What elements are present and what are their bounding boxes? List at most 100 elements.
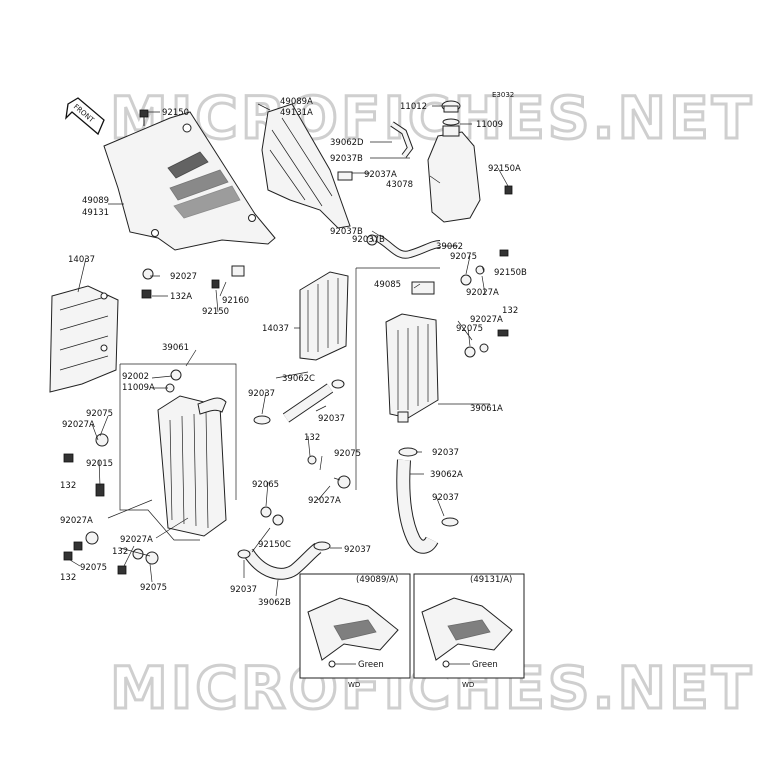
part-92150-2: 92150 (202, 307, 229, 317)
part-92150b: 92150B (494, 268, 527, 278)
bolt-132-bottom (117, 565, 127, 575)
part-39061: 39061 (162, 343, 189, 353)
part-92075-6: 92075 (140, 583, 167, 593)
inset-left-title: (49089/A) (356, 575, 398, 585)
washer-92065 (260, 506, 272, 518)
pad-49085 (411, 281, 435, 295)
watermark-top: MICROFICHES.NET (110, 84, 754, 152)
part-39062b: 39062B (258, 598, 291, 608)
part-11012: 11012 (400, 102, 427, 112)
part-92027a-3: 92027A (62, 420, 95, 430)
diagram-code: E3032 (492, 91, 514, 99)
part-92037b-3: 92037B (352, 235, 385, 245)
part-49131: 49131 (82, 208, 109, 218)
part-92065: 92065 (252, 480, 279, 490)
part-92002: 92002 (122, 372, 149, 382)
clamp-92037-bottom (237, 549, 251, 559)
part-92150c: 92150C (258, 540, 291, 550)
part-14037-2: 14037 (262, 324, 289, 334)
bolt-92150b (499, 249, 509, 257)
part-39062: 39062 (436, 242, 463, 252)
part-92037-6: 92037 (230, 585, 257, 595)
part-92037a-1: 92037A (364, 170, 397, 180)
bolt-92150a (504, 185, 513, 195)
inset-right: (49131/A) Green WD (413, 573, 525, 689)
clamp-92037-lower-right (441, 517, 459, 527)
part-92027a-1: 92027A (466, 288, 499, 298)
part-132-1: 132 (502, 306, 518, 316)
part-92027a-6: 92027A (120, 535, 153, 545)
grommet-92075-lower-left (85, 531, 99, 545)
part-39061a: 39061A (470, 404, 503, 414)
part-92027a-4: 92027A (308, 496, 341, 506)
shroud-decal (261, 103, 351, 229)
inset-left-code: WD (348, 681, 360, 689)
grommet-92027 (142, 268, 154, 280)
inset-left-color-label: Green (358, 660, 384, 670)
part-11009: 11009 (476, 120, 503, 130)
part-92075-5: 92075 (80, 563, 107, 573)
part-43078: 43078 (386, 180, 413, 190)
grommet-92075-top (460, 274, 472, 286)
grommet-92075-center (337, 475, 351, 489)
part-92075-2: 92075 (456, 324, 483, 334)
bolt-132-left-upper (63, 453, 74, 463)
part-92027a-5: 92027A (60, 516, 93, 526)
grommet-92075-bottom (145, 551, 159, 565)
cap-gasket (442, 118, 460, 126)
bolt-132-right (497, 329, 509, 337)
grommet-92075-right (464, 346, 476, 358)
part-92015: 92015 (86, 459, 113, 469)
part-92037-4: 92037 (432, 493, 459, 503)
radiator-left (157, 395, 227, 537)
part-39062d: 39062D (330, 138, 364, 148)
clamp-92037-upper-right (398, 447, 418, 457)
bolt-92150-top (139, 109, 149, 126)
part-132-4: 132 (112, 547, 128, 557)
inset-right-color-label: Green (472, 660, 498, 670)
part-92160: 92160 (222, 296, 249, 306)
clamp-92037-lower (313, 541, 331, 551)
damper-92160 (231, 265, 245, 277)
part-132-2: 132 (304, 433, 320, 443)
part-92037-5: 92037 (344, 545, 371, 555)
radiator-right (385, 313, 439, 423)
inset-right-title: (49131/A) (470, 575, 512, 585)
cap-92002 (170, 369, 182, 381)
part-92150a: 92150A (488, 164, 521, 174)
radiator-shroud-left (103, 111, 276, 251)
part-92037-2: 92037 (318, 414, 345, 424)
bolt-92150-lower (211, 279, 220, 289)
radiator-louver-left (49, 285, 119, 393)
part-49089: 49089 (82, 196, 109, 206)
part-39062a: 39062A (430, 470, 463, 480)
front-arrow-icon: FRONT (65, 97, 105, 136)
inset-left: (49089/A) Green WD (299, 573, 411, 689)
part-92037-1: 92037 (248, 389, 275, 399)
grommet-92075-left (95, 433, 109, 447)
clamp-92037-left (253, 415, 271, 425)
part-92037b-2: 92037B (330, 227, 363, 237)
part-92075-1: 92075 (450, 252, 477, 262)
part-92037-3: 92037 (432, 448, 459, 458)
part-92150: 92150 (162, 108, 189, 118)
part-49089a: 49089A (280, 97, 313, 107)
part-49085: 49085 (374, 280, 401, 290)
part-39062c: 39062C (282, 374, 315, 384)
part-92027a-2: 92027A (470, 315, 503, 325)
radiator-louver-center (299, 271, 349, 361)
part-132a: 132A (170, 292, 192, 302)
part-92027-1: 92027 (170, 272, 197, 282)
part-132-5: 132 (60, 573, 76, 583)
inset-right-code: WD (462, 681, 474, 689)
part-92037b-1: 92037B (330, 154, 363, 164)
reservoir-tank (427, 100, 481, 223)
part-92075-3: 92075 (86, 409, 113, 419)
bolt-132a (141, 289, 152, 299)
bolt-132-left-lower (63, 551, 73, 561)
part-49131a: 49131A (280, 108, 313, 118)
clamp-92037a (337, 171, 353, 181)
part-labels: 92150 49089A 49131A 11012 11009 39062D 9… (60, 97, 527, 608)
part-92075-4: 92075 (334, 449, 361, 459)
